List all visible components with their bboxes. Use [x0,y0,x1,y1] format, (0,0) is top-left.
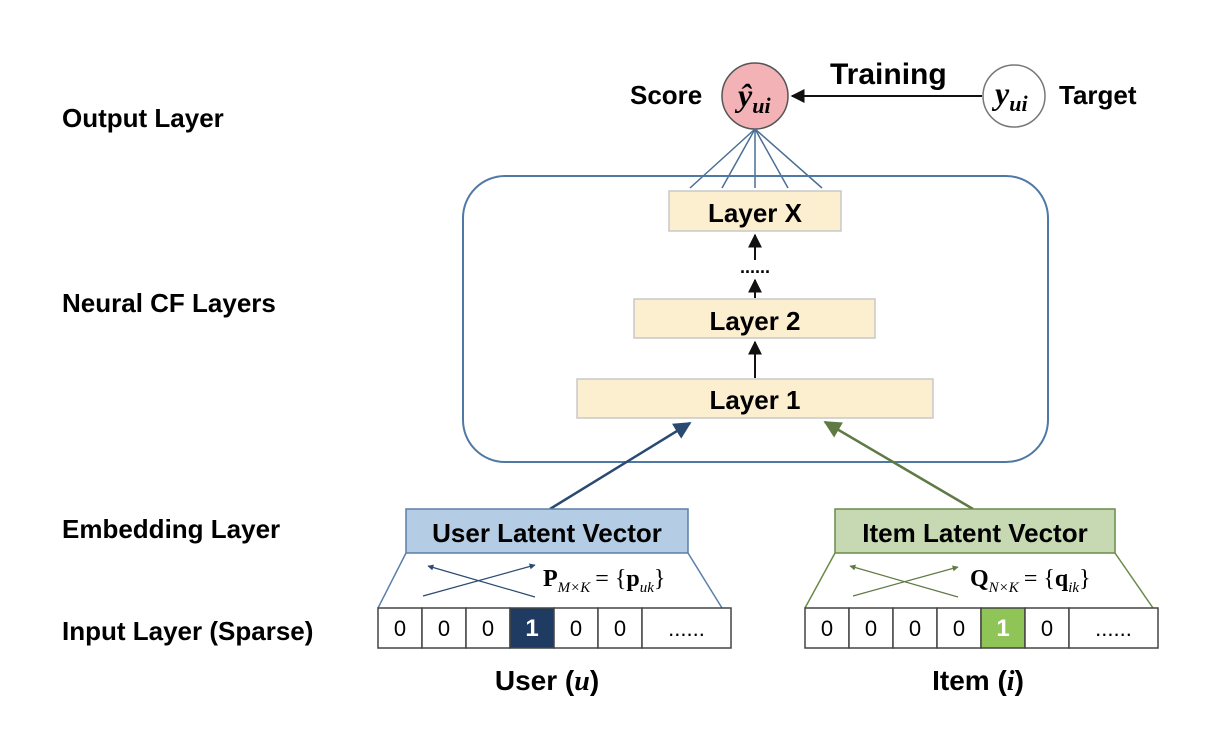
user-input-cell-value: 0 [482,616,494,641]
user-input-cell [465,607,511,649]
item-matrix-formula: QN×K= {qik} [970,566,1091,596]
item-input-cell [804,607,850,649]
user-input-cell-value: 0 [394,616,406,641]
row-label-output: Output Layer [62,103,224,133]
neural-cf-container [462,175,1049,463]
user-input-cell [641,607,732,649]
target-symbol: yui [991,75,1028,116]
layer-2-box [633,298,876,339]
item-input-cell-value: 0 [865,616,877,641]
row-label-embedding: Embedding Layer [62,514,280,544]
user-cross-arrow-2 [427,564,536,598]
user-input-cell-value: 0 [614,616,626,641]
user-input-cell-value: 1 [525,615,538,642]
user-input-cell-value: ...... [668,616,705,641]
user-caption: User (u) [495,665,599,697]
item-input-cell-value: ...... [1095,616,1132,641]
item-input-cell-value: 1 [996,615,1009,642]
item-input-cell-value: 0 [909,616,921,641]
layer-ellipsis: ...... [740,257,770,277]
user-input-cell-value: 0 [570,616,582,641]
item-input-cell-value: 0 [1041,616,1053,641]
user-input-vector: 0 0 0 1 0 0...... [377,607,732,649]
item-embedding-to-layer-1-arrow [823,420,974,511]
user-input-cell [509,607,555,649]
layer-1-box [576,378,934,419]
item-latent-vector-label: Item Latent Vector [862,518,1087,548]
row-label-neural: Neural CF Layers [62,288,276,318]
user-latent-vector-label: User Latent Vector [432,518,662,548]
item-input-cell [892,607,938,649]
item-input-cell-value: 0 [821,616,833,641]
user-input-cell [597,607,643,649]
item-latent-vector [834,508,1116,554]
layer-x-label: Layer X [708,198,803,228]
item-input-cell [936,607,982,649]
layer-x-box [668,190,842,232]
output-connections [689,128,823,189]
item-input-cell [980,607,1026,649]
row-label-input: Input Layer (Sparse) [62,616,313,646]
item-caption: Item (i) [932,665,1024,697]
item-cross-arrow-2 [849,564,959,598]
item-input-vector: 0 0 0 0 1 0...... [804,607,1159,649]
item-input-cell [1068,607,1159,649]
user-input-cell [421,607,467,649]
layer-2-label: Layer 2 [709,306,800,336]
layer-1-label: Layer 1 [709,385,800,415]
user-input-cell-value: 0 [438,616,450,641]
user-matrix-formula: PM×K= {puk} [543,566,665,596]
user-embedding-to-layer-1-arrow [549,421,692,511]
item-input-cell [848,607,894,649]
item-embedding-projection [804,552,1154,609]
training-label: Training [830,58,947,91]
item-input-cell-value: 0 [953,616,965,641]
target-node [982,64,1046,128]
score-symbol: ŷui [734,77,771,118]
user-latent-vector [405,508,689,554]
user-embedding-projection [377,552,723,609]
target-label: Target [1059,80,1137,110]
score-label: Score [630,80,702,110]
